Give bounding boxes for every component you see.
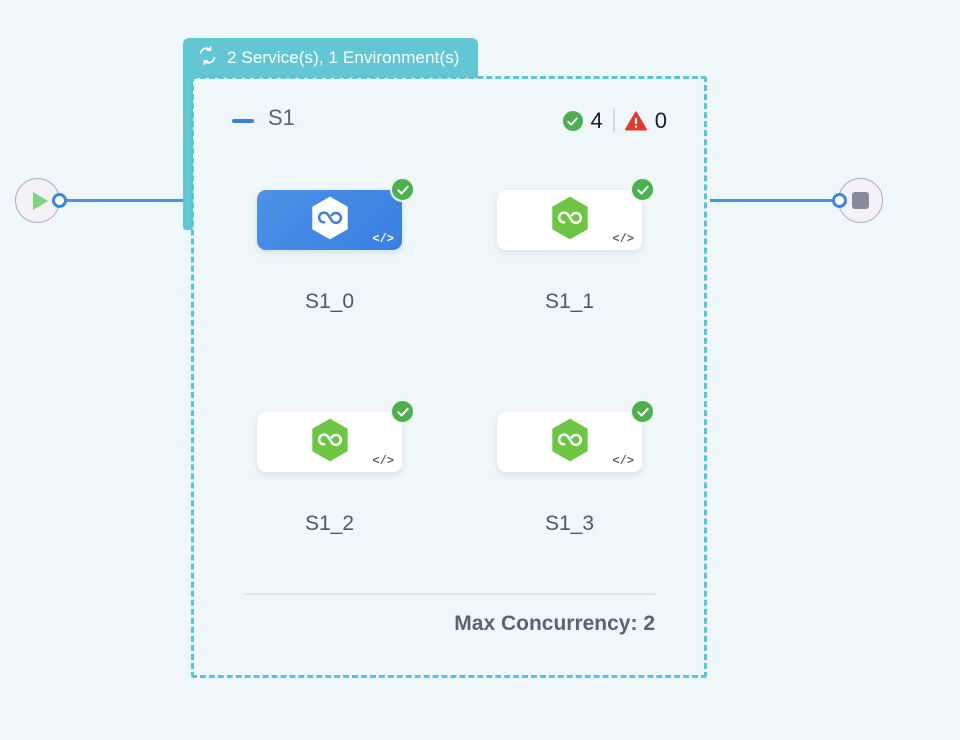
warning-triangle-icon xyxy=(624,111,647,131)
max-concurrency-label: Max Concurrency: 2 xyxy=(454,612,655,635)
hexagon-infinity-icon xyxy=(549,417,591,468)
status-counters: 4 0 xyxy=(562,105,667,137)
check-circle-icon xyxy=(630,177,655,202)
node-item[interactable]: </> S1_0 xyxy=(257,177,415,313)
subgroup-name: S1 xyxy=(268,105,295,130)
group-header-label: 2 Service(s), 1 Environment(s) xyxy=(227,48,460,67)
warning-count: 0 xyxy=(654,108,667,133)
node-item[interactable]: </> S1_3 xyxy=(497,399,655,535)
code-icon: </> xyxy=(612,232,634,246)
group-accent-bar xyxy=(183,70,193,230)
node-label: S1_1 xyxy=(544,290,595,313)
start-node-output-port[interactable] xyxy=(52,193,67,208)
node-label: S1_2 xyxy=(304,512,355,535)
minus-icon xyxy=(232,119,254,123)
node-card[interactable]: </> xyxy=(497,399,655,472)
check-circle-icon xyxy=(390,399,415,424)
check-circle-icon xyxy=(390,177,415,202)
check-circle-icon xyxy=(630,399,655,424)
footer-divider xyxy=(244,593,655,595)
node-label: S1_0 xyxy=(304,290,355,313)
check-circle-icon xyxy=(562,111,583,131)
loop-refresh-icon xyxy=(197,45,218,71)
node-card[interactable]: </> xyxy=(497,177,655,250)
hexagon-infinity-icon xyxy=(309,417,351,468)
stop-icon xyxy=(852,192,869,209)
group-container[interactable] xyxy=(191,76,707,678)
node-card[interactable]: </> xyxy=(257,399,415,472)
code-icon: </> xyxy=(372,454,394,468)
collapse-toggle-button[interactable] xyxy=(232,113,254,129)
node-card[interactable]: </> xyxy=(257,177,415,250)
node-label: S1_3 xyxy=(544,512,595,535)
hexagon-infinity-icon xyxy=(309,195,351,246)
node-item[interactable]: </> S1_2 xyxy=(257,399,415,535)
warning-count-group: 0 xyxy=(624,108,667,134)
edge-start-to-group xyxy=(60,199,185,202)
hexagon-infinity-icon xyxy=(549,195,591,246)
code-icon: </> xyxy=(372,232,394,246)
group-header[interactable]: 2 Service(s), 1 Environment(s) xyxy=(183,38,478,78)
node-item[interactable]: </> S1_1 xyxy=(497,177,655,313)
success-count-group: 4 xyxy=(562,108,603,134)
success-count: 4 xyxy=(590,108,603,133)
status-divider xyxy=(612,109,615,133)
end-node-input-port[interactable] xyxy=(832,193,847,208)
subgroup-header-row: S1 4 0 xyxy=(232,105,667,137)
code-icon: </> xyxy=(612,454,634,468)
play-icon xyxy=(32,191,48,210)
edge-group-to-end xyxy=(710,199,840,202)
